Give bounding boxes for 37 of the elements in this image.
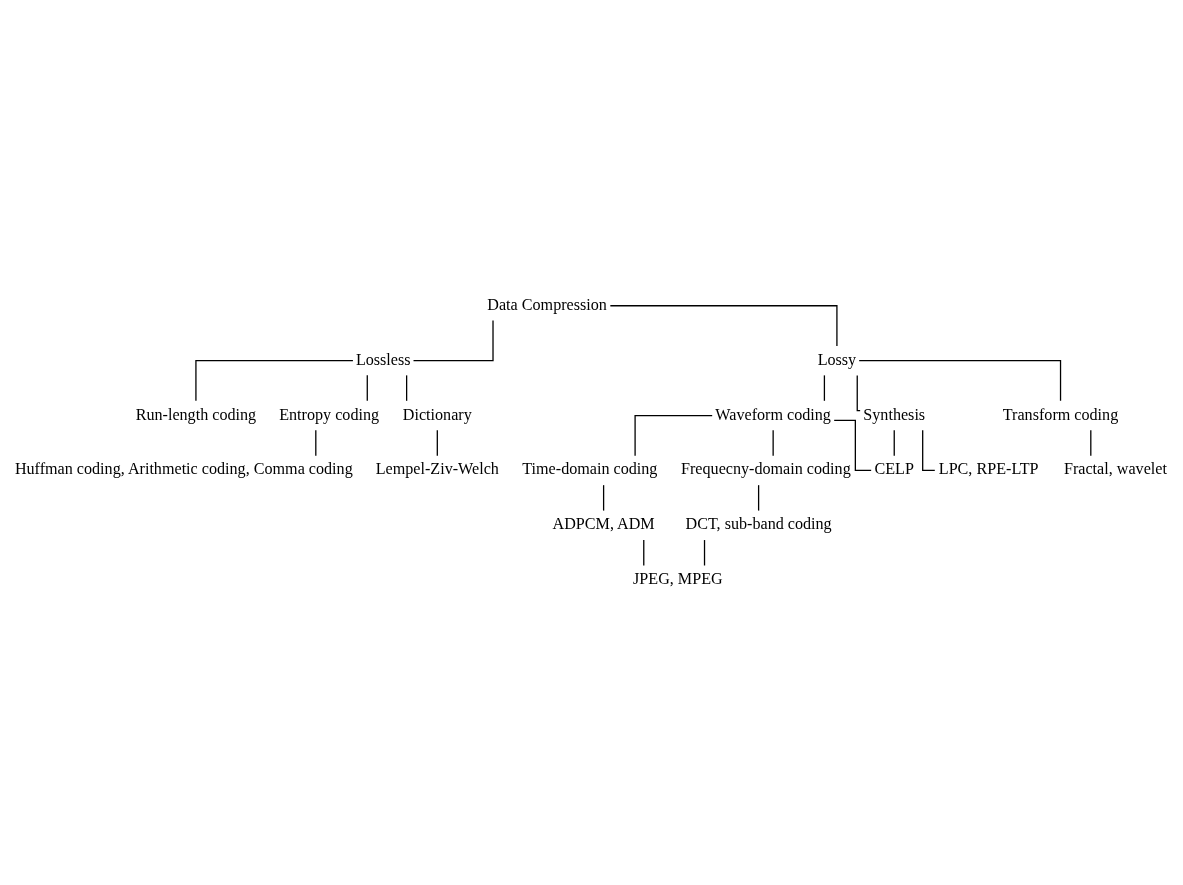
node-text: Fractal, wavelet [1063,459,1167,477]
connector [406,374,408,401]
node-text: Transform coding [1002,405,1119,423]
node-text: Waveform coding [715,405,831,423]
connector [893,429,895,456]
connector [858,359,1062,401]
node-text: JPEG, MPEG [633,569,723,587]
connector [412,319,494,361]
connector [1090,429,1092,456]
connector [366,374,368,401]
node-text: Frequecny-domain coding [681,459,851,477]
node-text: LPC, RPE-LTP [938,459,1039,477]
connector [634,414,713,456]
connector [643,538,645,566]
connector [772,429,774,456]
node-text: Lossy [817,350,857,368]
node-text: DCT, sub-band coding [685,514,832,532]
connector [195,359,354,401]
node-text: Lossless [355,350,411,368]
node-text: Synthesis [863,405,926,423]
node-text: Data Compression [487,295,607,313]
connector [823,374,826,401]
node-text: Huffman coding, Arithmetic coding, Comma coding [14,459,353,477]
node-text: ADPCM, ADM [552,514,655,532]
connector [602,484,605,511]
node-text: Run-length coding [135,405,257,423]
node-text: Lempel-Ziv-Welch [375,459,499,477]
connector [609,304,838,347]
node-text: Time-domain coding [522,459,658,477]
node-text: CELP [874,459,914,477]
connector [436,429,438,456]
connector [856,374,861,411]
connector [315,429,317,456]
node-text: Dictionary [402,405,472,423]
connector [703,538,706,566]
node-text: Entropy coding [279,405,380,423]
connector [757,484,760,511]
